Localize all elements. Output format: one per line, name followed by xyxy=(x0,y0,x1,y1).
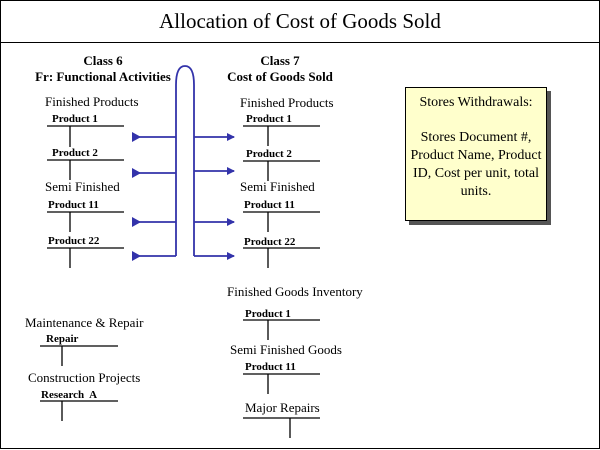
right-product2-label: Product 2 xyxy=(246,148,292,160)
t-account-major-repairs xyxy=(243,417,320,438)
flow-arrows xyxy=(132,65,235,260)
t-account-inventory-product1 xyxy=(243,319,320,340)
right-heading-line2: Cost of Goods Sold xyxy=(227,69,333,84)
semi-goods-label: Semi Finished Goods xyxy=(230,342,342,357)
t-account-right-product2 xyxy=(243,160,320,181)
research-label: Research A xyxy=(41,389,98,401)
right-product22-label: Product 22 xyxy=(244,236,296,248)
left-heading: Class 6 Fr: Functional Activities xyxy=(18,53,188,85)
left-product11-label: Product 11 xyxy=(48,199,99,211)
left-heading-line1: Class 6 xyxy=(83,53,123,68)
t-account-right-product1 xyxy=(243,125,320,146)
t-account-right-product11 xyxy=(243,211,320,232)
note-body: Stores Document #, Product Name, Product… xyxy=(410,130,542,199)
major-repairs-label: Major Repairs xyxy=(245,400,320,415)
right-heading: Class 7 Cost of Goods Sold xyxy=(205,53,355,85)
note-title: Stores Withdrawals: xyxy=(419,95,533,110)
right-semi-label: Semi Finished xyxy=(240,179,315,194)
t-account-left-product1 xyxy=(47,125,124,147)
right-product11-label: Product 11 xyxy=(244,199,295,211)
maintenance-label: Maintenance & Repair xyxy=(25,315,144,330)
stores-withdrawals-note: Stores Withdrawals: Stores Document #, P… xyxy=(405,87,547,221)
semi-product11-label: Product 11 xyxy=(245,361,296,373)
slide-title: Allocation of Cost of Goods Sold xyxy=(0,0,600,43)
left-arrowheads xyxy=(132,132,141,261)
inventory-label: Finished Goods Inventory xyxy=(227,284,363,299)
left-product22-label: Product 22 xyxy=(48,235,100,247)
flow-loop xyxy=(175,65,195,256)
left-semi-label: Semi Finished xyxy=(45,179,120,194)
right-finished-label: Finished Products xyxy=(240,95,334,110)
left-product2-label: Product 2 xyxy=(52,147,98,159)
left-heading-line2: Fr: Functional Activities xyxy=(35,69,171,84)
right-heading-line1: Class 7 xyxy=(260,53,300,68)
t-account-left-product22 xyxy=(47,247,124,268)
right-product1-label: Product 1 xyxy=(246,113,292,125)
construction-label: Construction Projects xyxy=(28,370,141,385)
t-account-left-product11 xyxy=(47,211,124,232)
left-product1-label: Product 1 xyxy=(52,113,98,125)
t-account-semi-product11 xyxy=(243,373,320,394)
t-account-research xyxy=(40,400,118,421)
t-account-left-product2 xyxy=(47,159,124,180)
repair-label: Repair xyxy=(46,333,79,345)
t-account-repair xyxy=(40,345,118,366)
left-finished-label: Finished Products xyxy=(45,94,139,109)
inventory-product1-label: Product 1 xyxy=(245,308,291,320)
t-account-right-product22 xyxy=(243,247,320,268)
